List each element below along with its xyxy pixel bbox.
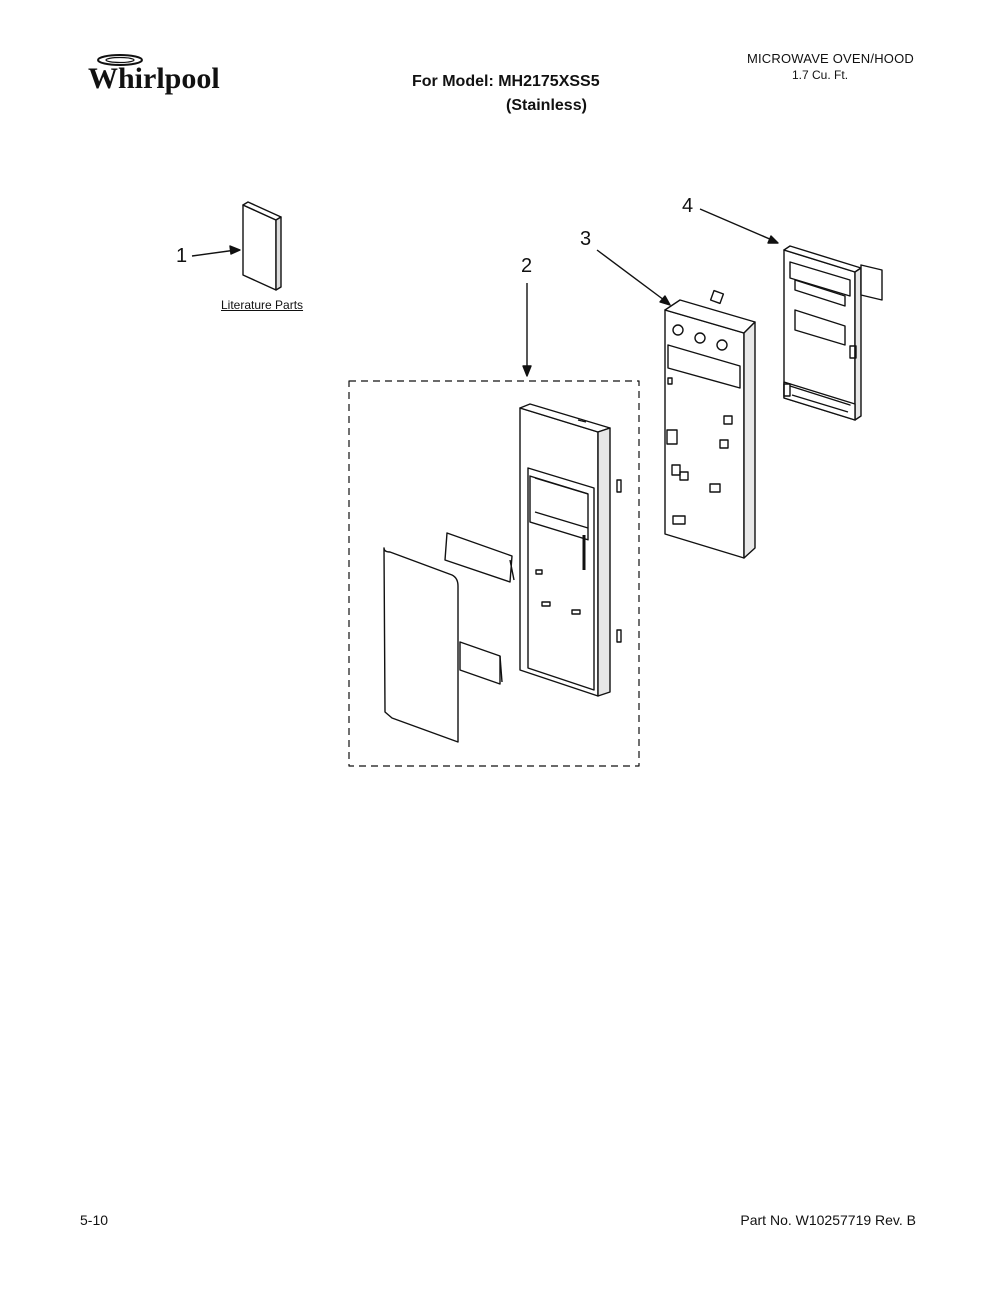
display-window [444,532,515,583]
brand-name: Whirlpool [88,62,220,95]
literature-booklet [242,201,282,291]
kit-boundary-box [348,380,640,767]
callout-number-3: 3 [580,228,592,250]
date-code: 5-10 [80,1212,109,1228]
model-variant: (Stainless) [506,97,587,114]
control-overlay-sheet [383,547,459,743]
product-capacity: 1.7 Cu. Ft. [792,68,849,82]
callout-number-1: 1 [176,245,188,267]
part-number: Part No. W10257719 Rev. B [740,1212,916,1228]
whirlpool-logo-icon: Whirlpool [88,54,220,95]
label-plate [459,641,503,685]
callout-number-4: 4 [682,195,694,217]
callout-arrow-2 [522,283,532,377]
brand-logo: Whirlpool [80,50,240,98]
callout-arrow-3 [596,249,671,306]
product-type: MICROWAVE OVEN/HOOD [746,51,914,66]
literature-parts-label: Literature Parts [221,298,304,312]
callout-arrow-4 [699,208,779,244]
control-bracket [664,289,756,559]
control-panel-frame [519,403,622,697]
circuit-board [783,245,883,421]
callout-arrow-1 [191,245,241,257]
callout-number-2: 2 [521,255,533,277]
model-title: For Model: MH2175XSS5 [412,73,600,90]
